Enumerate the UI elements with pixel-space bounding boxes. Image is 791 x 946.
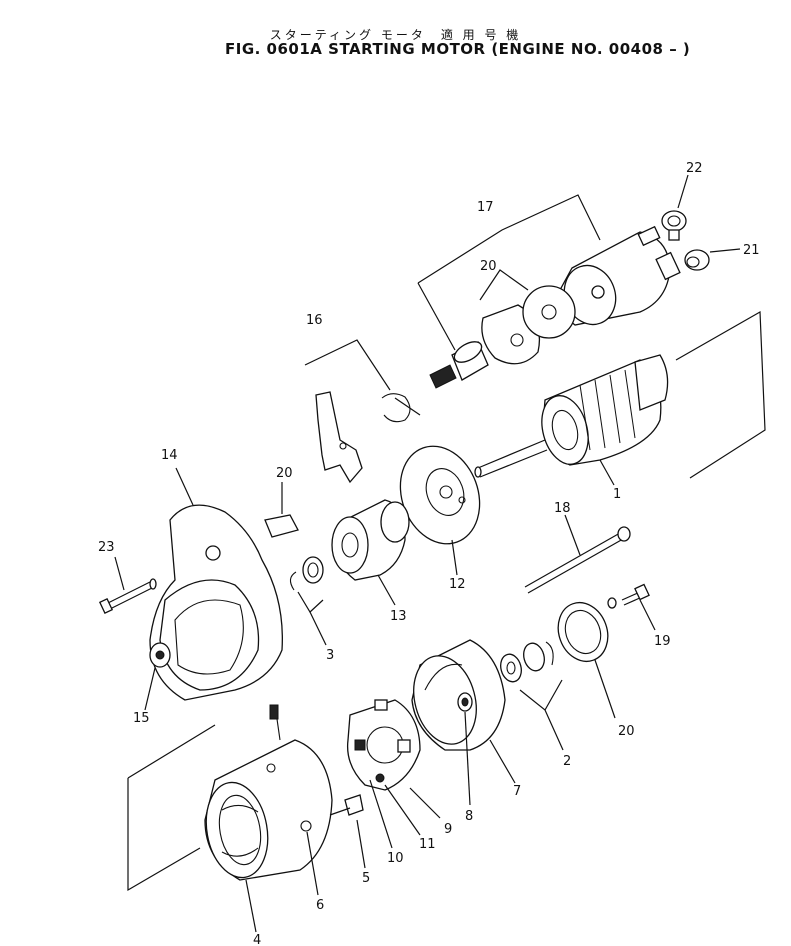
- callout-7: 7: [513, 784, 521, 799]
- part-bushing-set: [289, 556, 327, 646]
- part-washers: [500, 641, 564, 751]
- part-brush-holder: [346, 699, 441, 849]
- callout-13: 13: [390, 609, 407, 624]
- callout-4: 4: [253, 933, 261, 946]
- callout-11: 11: [419, 837, 436, 852]
- part-rubber-pad: [264, 482, 299, 538]
- callout-23: 23: [98, 540, 115, 555]
- callout-18: 18: [554, 501, 571, 516]
- callout-6: 6: [316, 898, 324, 913]
- callout-20-gaskets: 20: [480, 259, 497, 274]
- callout-9: 9: [444, 822, 452, 837]
- callout-17: 17: [477, 200, 494, 215]
- part-armature: [474, 310, 766, 486]
- callout-16: 16: [306, 313, 323, 328]
- diagram-title: FIG. 0601A STARTING MOTOR (ENGINE NO. 00…: [225, 40, 691, 58]
- part-pinion-clutch: [331, 499, 410, 606]
- part-screw-19: [607, 583, 656, 631]
- part-bushing-8: [457, 692, 473, 806]
- callout-2: 2: [563, 754, 571, 769]
- callout-12: 12: [449, 577, 466, 592]
- part-end-cap: [557, 601, 616, 719]
- callout-10: 10: [387, 851, 404, 866]
- part-through-bolt: [524, 514, 631, 594]
- callout-19: 19: [654, 634, 671, 649]
- callout-20-pad: 20: [276, 466, 293, 481]
- part-solenoid-assembly: [417, 194, 681, 389]
- part-bolt-23: [98, 556, 157, 614]
- callout-5: 5: [362, 871, 370, 886]
- callout-21: 21: [743, 243, 760, 258]
- callout-22: 22: [686, 161, 703, 176]
- callout-8: 8: [465, 809, 473, 824]
- callout-15: 15: [133, 711, 150, 726]
- callout-20-cap: 20: [618, 724, 635, 739]
- part-shift-lever: [304, 339, 421, 484]
- callout-3: 3: [326, 648, 334, 663]
- part-drive-housing: [144, 467, 283, 711]
- part-rear-housing: [411, 639, 516, 784]
- callout-14: 14: [161, 448, 178, 463]
- part-yoke-field-coil: [127, 704, 366, 933]
- diagram-title-japanese: スターティング モータ 適 用 号 機: [269, 28, 522, 42]
- callout-1: 1: [613, 487, 621, 502]
- part-terminal-caps: [661, 174, 741, 271]
